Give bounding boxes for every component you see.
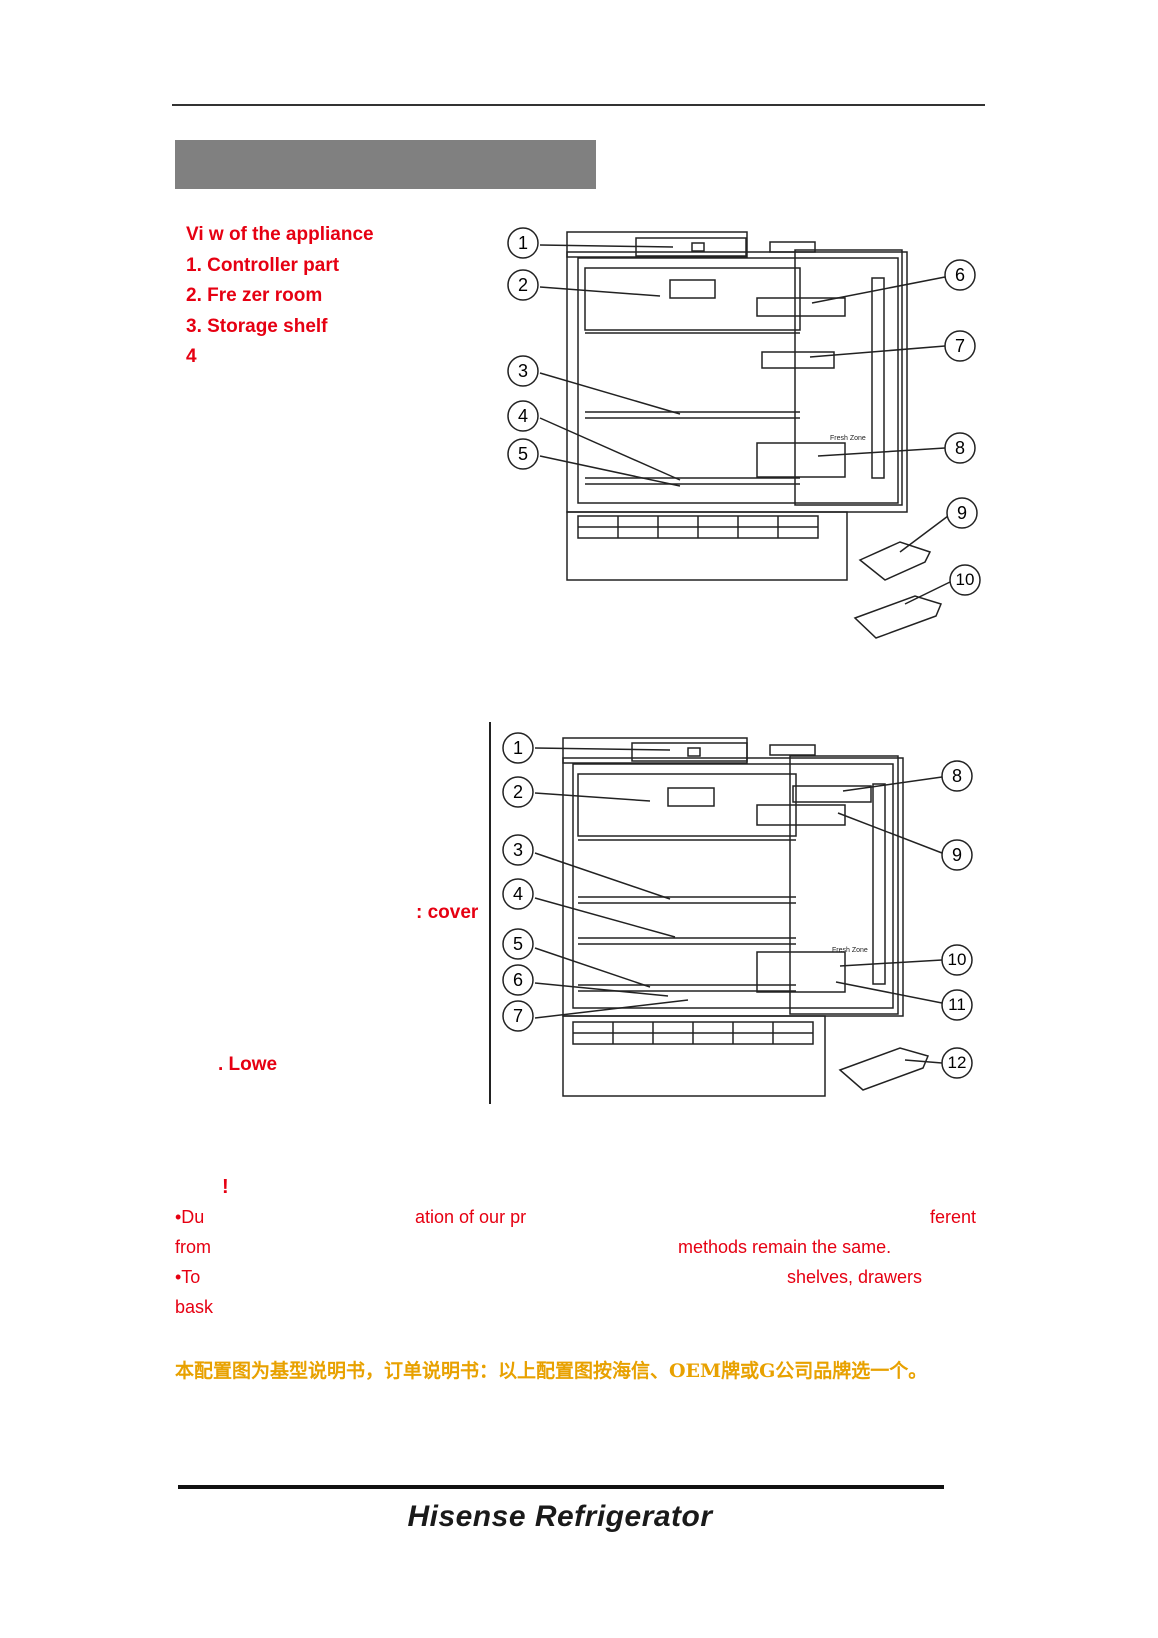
part-item: 2. Fre zer room — [186, 285, 323, 306]
callout-3: 3 — [517, 361, 528, 381]
callout-10: 10 — [955, 570, 975, 589]
callout-1: 1 — [512, 738, 523, 758]
note-text: bask — [175, 1297, 214, 1317]
fresh-zone-label: Fresh Zone — [830, 435, 866, 442]
callout-4: 4 — [512, 884, 523, 904]
part-item: 3. Storage shelf — [186, 316, 328, 337]
chinese-config-note: 本配置图为基型说明书，订单说明书：以上配置图按海信、OEM牌或G公司品牌选一个。 — [175, 1360, 928, 1382]
callout-12: 12 — [947, 1053, 967, 1072]
callout-8: 8 — [954, 438, 965, 458]
callout-7: 7 — [954, 336, 965, 356]
callout-7: 7 — [512, 1006, 523, 1026]
callout-5: 5 — [512, 934, 523, 954]
brand-logo: Hisense Refrigerator — [407, 1500, 713, 1533]
part-item: 1. Controller part — [186, 255, 340, 276]
note-text: ation of our pr — [415, 1207, 527, 1227]
callout-8: 8 — [951, 766, 962, 786]
callout-11: 11 — [948, 995, 966, 1014]
part-fragment-lower: . Lowe — [218, 1054, 278, 1075]
note-text: •Du — [175, 1207, 205, 1227]
note-text: ferent — [930, 1207, 977, 1227]
note-text: •To — [175, 1267, 201, 1287]
callout-2: 2 — [512, 782, 523, 802]
divider-line — [489, 722, 491, 1104]
section-title: Vi w of the appliance — [186, 224, 374, 245]
note-text: methods remain the same. — [678, 1237, 892, 1257]
section-header-bar — [175, 140, 596, 189]
diagram-1-callouts — [507, 227, 981, 596]
note-text: from — [175, 1237, 211, 1257]
note-text: shelves, drawers — [787, 1267, 923, 1287]
callout-10: 10 — [947, 950, 967, 969]
callout-1: 1 — [517, 233, 528, 253]
part-fragment-cover: : cover — [416, 902, 479, 923]
callout-6: 6 — [512, 970, 523, 990]
appliance-diagram-1: Fresh Zone — [539, 231, 951, 639]
callout-3: 3 — [512, 840, 523, 860]
callout-6: 6 — [954, 265, 965, 285]
callout-9: 9 — [951, 845, 962, 865]
appliance-diagram-2: Fresh Zone — [534, 737, 943, 1097]
callout-4: 4 — [517, 406, 528, 426]
fresh-zone-label: Fresh Zone — [832, 947, 868, 954]
part-item: 4 — [186, 346, 197, 367]
header-rule — [172, 104, 985, 106]
diagram-2-callouts — [502, 732, 973, 1079]
callout-5: 5 — [517, 444, 528, 464]
callout-2: 2 — [517, 275, 528, 295]
footer-rule — [178, 1485, 944, 1489]
callout-9: 9 — [956, 503, 967, 523]
note-exclaim: ! — [222, 1176, 229, 1198]
